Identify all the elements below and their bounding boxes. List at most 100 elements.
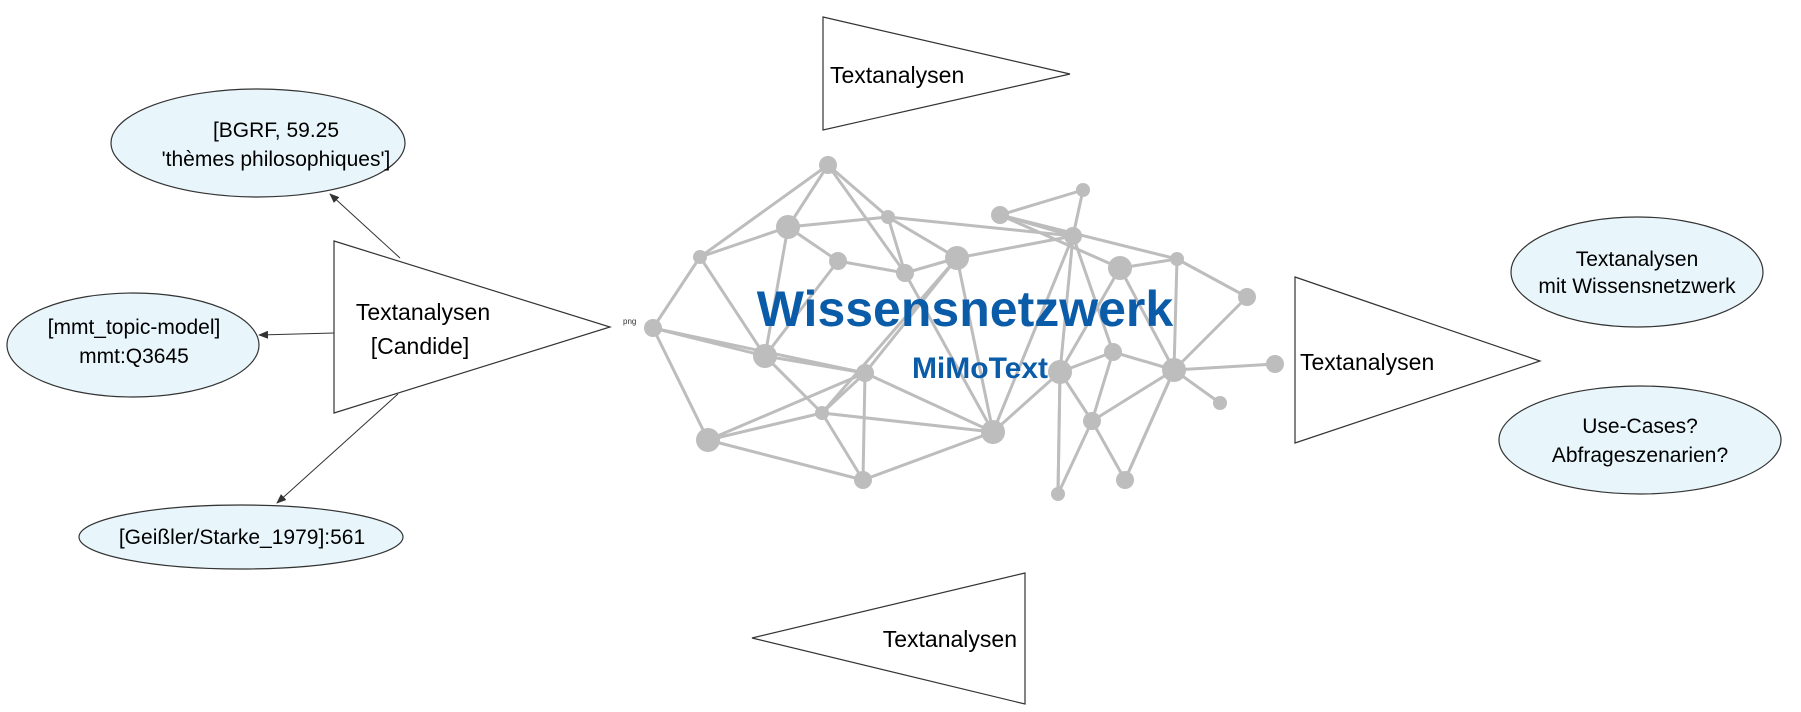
oval-use-cases[interactable]: Use-Cases? Abfrageszenarien? [1498, 385, 1782, 495]
network-edge [887, 215, 958, 260]
network-edge [1173, 362, 1276, 372]
oval-wissensnetzwerk-line2: mit Wissensnetzwerk [1538, 275, 1736, 298]
network-edge [1123, 369, 1176, 481]
network-node [854, 471, 872, 489]
network-edge [903, 272, 995, 433]
network-node [991, 206, 1009, 224]
oval-topic-model-line2: mmt:Q3645 [79, 345, 189, 368]
network-edge [1176, 257, 1248, 299]
network-edge [1090, 420, 1127, 481]
triangle-candide[interactable]: Textanalysen [Candide] [333, 240, 613, 414]
network-node [1266, 355, 1284, 373]
oval-bgrf-line2: 'thèmes philosophiques'] [162, 148, 391, 171]
network-subtitle: MiMoText [912, 352, 1048, 385]
oval-topic-model[interactable]: [mmt_topic-model] mmt:Q3645 [6, 292, 260, 398]
network-edge [1172, 258, 1179, 371]
network-edge [820, 412, 865, 481]
network-edge [1090, 351, 1115, 422]
network-node [1116, 471, 1134, 489]
triangle-top-label: Textanalysen [830, 62, 964, 88]
network-edge [826, 164, 907, 274]
network-node [1108, 256, 1132, 280]
triangle-top[interactable]: Textanalysen [822, 16, 1071, 131]
network-title: Wissensnetzwerk [757, 281, 1174, 337]
network-node [776, 215, 800, 239]
triangle-candide-label-1: Textanalysen [356, 299, 490, 325]
network-node [1048, 360, 1072, 384]
network-edge [1058, 235, 1075, 373]
network-node [856, 364, 874, 382]
network-edge [698, 256, 767, 357]
triangle-bottom-label: Textanalysen [883, 626, 1017, 652]
arrow-to-topic-model [258, 330, 335, 339]
network-edge [651, 256, 702, 329]
network-node [815, 406, 829, 420]
network-edge [999, 188, 1084, 217]
oval-bgrf-line1: [BGRF, 59.25 [213, 119, 339, 142]
network-edge [786, 164, 830, 228]
network-node [644, 319, 662, 337]
network-edge [1118, 267, 1176, 371]
network-edge [651, 327, 710, 441]
network-node [1051, 487, 1065, 501]
triangle-right[interactable]: Textanalysen [1294, 276, 1542, 444]
network-edge [787, 215, 889, 229]
network-edge [861, 372, 867, 481]
network-edge [837, 259, 906, 275]
network-node [881, 210, 895, 224]
network-node [896, 264, 914, 282]
triangle-candide-label-2: [Candide] [371, 333, 469, 359]
network-edge [699, 225, 789, 259]
oval-bgrf[interactable]: [BGRF, 59.25 'thèmes philosophiques'] [110, 88, 406, 198]
oval-wissensnetzwerk[interactable]: Textanalysen mit Wissensnetzwerk [1510, 216, 1764, 328]
network-edge [820, 371, 867, 415]
network-edge [707, 411, 823, 442]
oval-geissler[interactable]: [Geißler/Starke_1979]:561 [78, 504, 404, 570]
network-edge [991, 370, 1062, 434]
network-node [1162, 358, 1186, 382]
network-edge [707, 438, 864, 482]
triangle-bottom[interactable]: Textanalysen [751, 572, 1026, 705]
oval-wissensnetzwerk-line1: Textanalysen [1576, 248, 1699, 271]
network-node [1170, 252, 1184, 266]
network-edge [1071, 235, 1115, 353]
network-edge [820, 257, 959, 414]
network-edge [1091, 368, 1175, 423]
oval-topic-model-line1: [mmt_topic-model] [48, 316, 221, 339]
network-node [981, 420, 1005, 444]
network-edge [763, 260, 840, 357]
network-node [945, 246, 969, 270]
triangle-right-label: Textanalysen [1300, 349, 1434, 375]
network-node [1213, 396, 1227, 410]
network-edge [699, 163, 829, 259]
network-edge [1058, 267, 1122, 373]
network-node [693, 250, 707, 264]
oval-use-cases-line2: Abfrageszenarien? [1552, 444, 1728, 467]
network-node [819, 156, 837, 174]
network-node [1076, 183, 1090, 197]
network-edge [955, 257, 995, 433]
arrow-to-geissler [276, 393, 399, 504]
network-node [1104, 343, 1122, 361]
network-node [1083, 412, 1101, 430]
network-edge [886, 216, 907, 274]
network-node [753, 344, 777, 368]
network-edge [864, 371, 994, 434]
network-edge [827, 163, 889, 219]
network-edge [1056, 371, 1062, 495]
network-edge [763, 226, 790, 357]
network-edge [999, 213, 1121, 270]
network-node [1238, 288, 1256, 306]
network-edge [1056, 420, 1094, 495]
network-node [696, 428, 720, 452]
network-edge [1172, 295, 1249, 372]
network-edge [707, 371, 866, 442]
network-edge [991, 235, 1075, 433]
network-node [1064, 227, 1082, 245]
knowledge-network-graphic [644, 156, 1284, 501]
network-edge [999, 213, 1074, 238]
network-edge [763, 354, 824, 415]
network-node [829, 252, 847, 270]
oval-geissler-label: [Geißler/Starke_1979]:561 [119, 526, 365, 549]
